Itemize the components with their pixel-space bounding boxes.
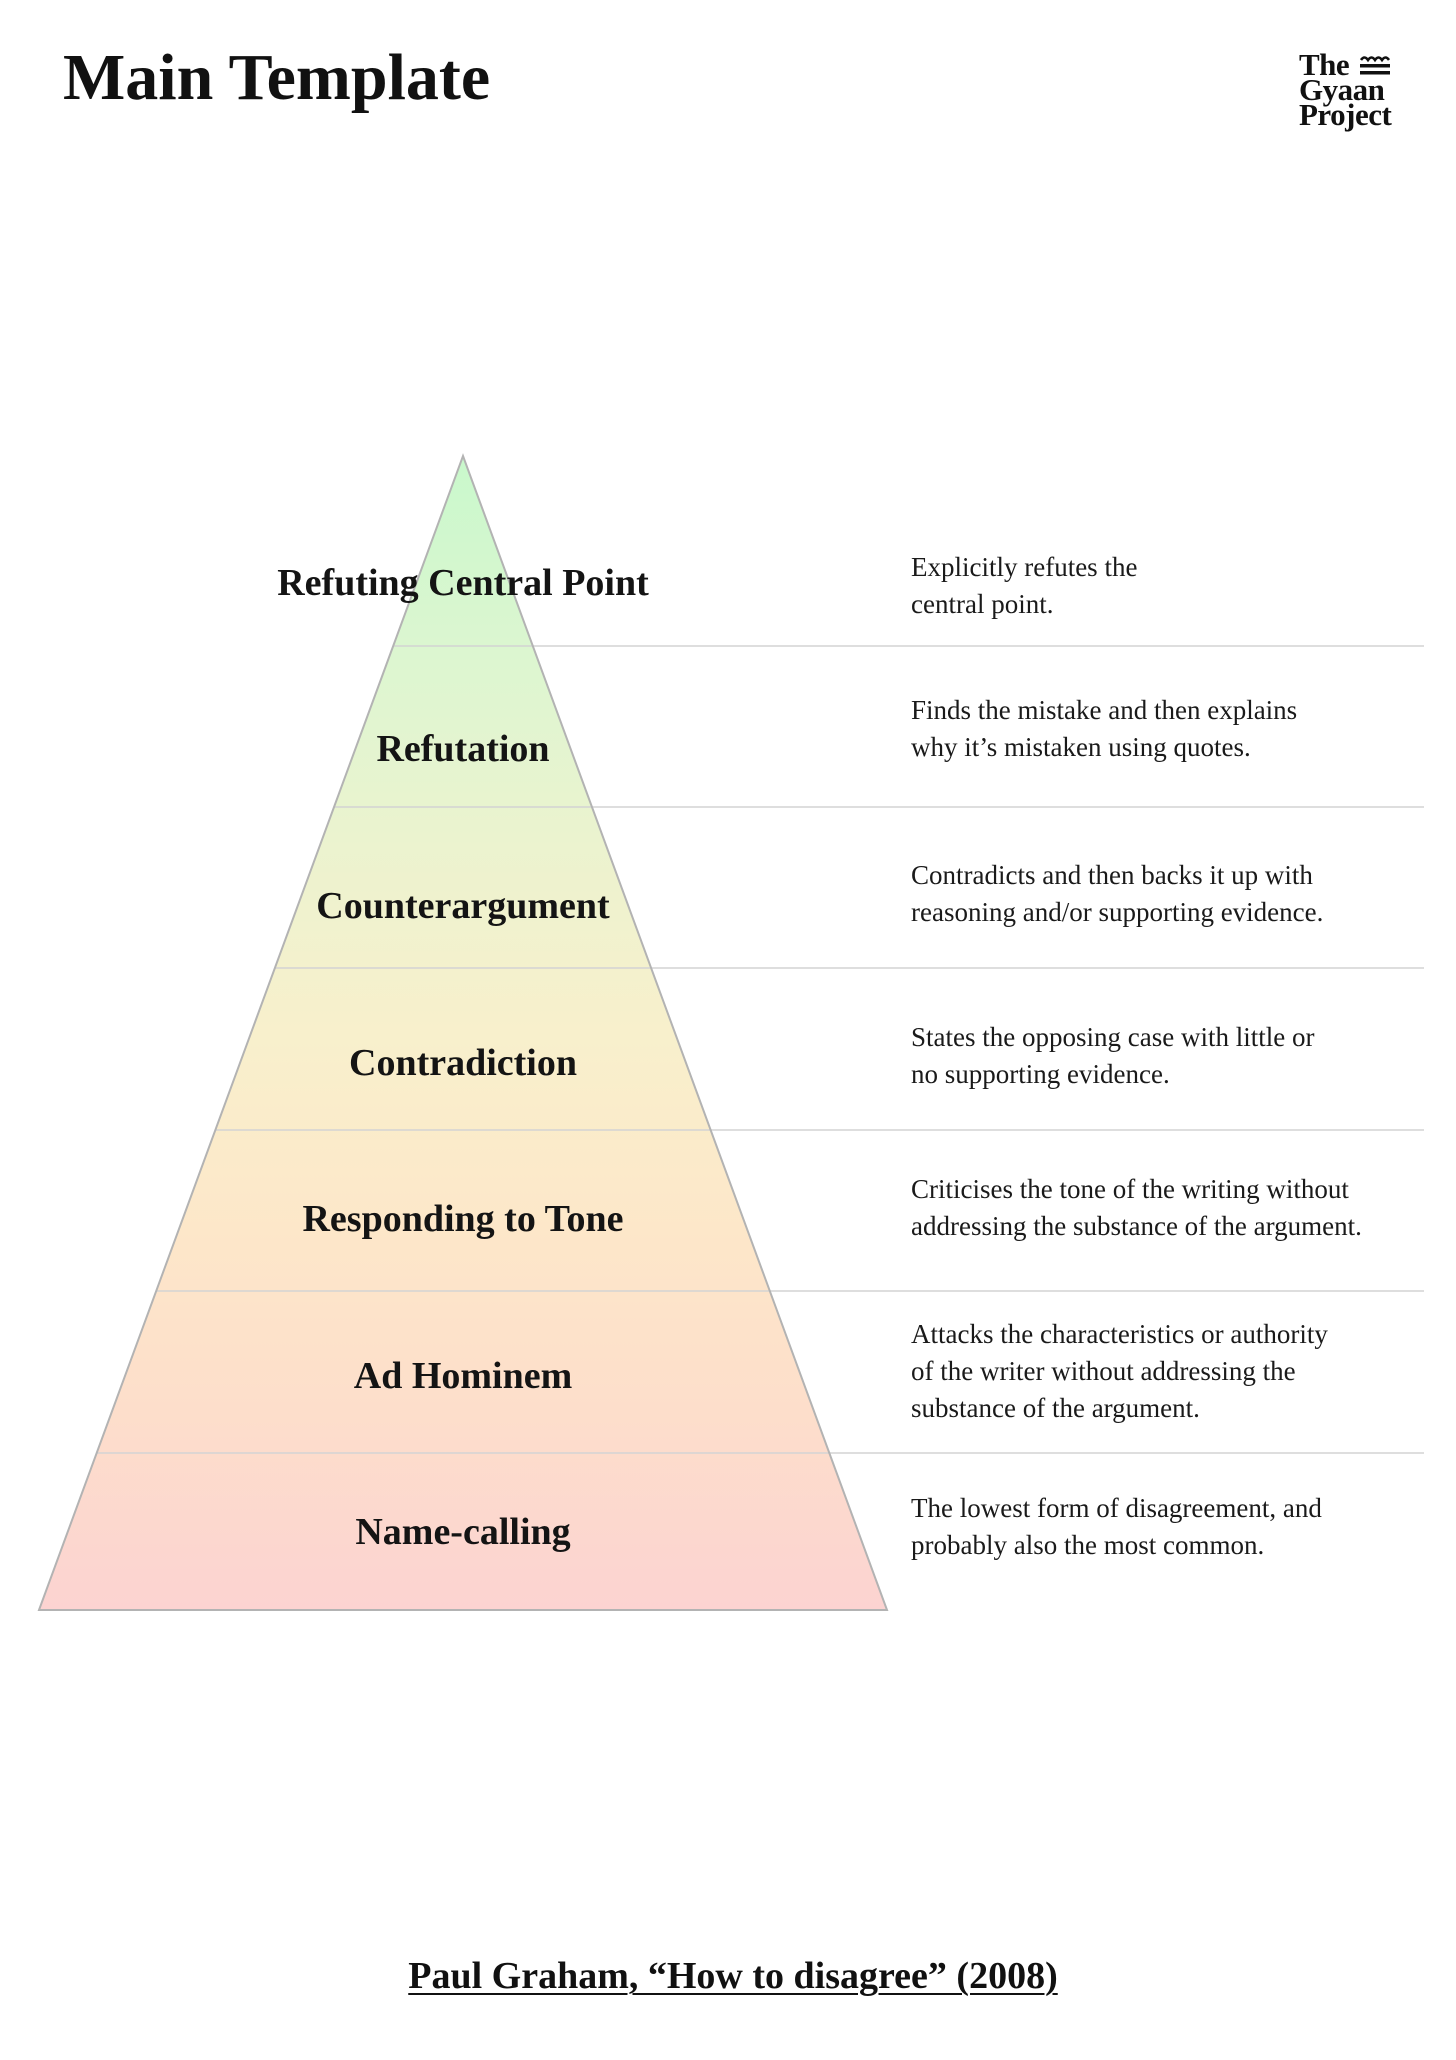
- level-label-name-calling: Name-calling: [355, 1511, 571, 1553]
- level-description-line: Attacks the characteristics or authority: [911, 1319, 1328, 1349]
- footer: Paul Graham, “How to disagree” (2008): [233, 1953, 1233, 1999]
- wave-lines-icon: [1360, 56, 1390, 75]
- level-description-counterargument: Contradicts and then backs it up with re…: [911, 857, 1323, 931]
- level-description-line: The lowest form of disagreement, and: [911, 1493, 1322, 1523]
- logo-line-project: Project: [1299, 97, 1392, 132]
- logo-line-gyaan: Gyaan: [1299, 72, 1385, 107]
- level-description-line: of the writer without addressing the: [911, 1356, 1296, 1386]
- level-label-ad-hominem: Ad Hominem: [353, 1355, 573, 1397]
- level-label-refuting-central-point: Refuting Central Point: [277, 562, 649, 604]
- level-description-line: central point.: [911, 589, 1054, 619]
- level-description-refutation: Finds the mistake and then explains why …: [911, 692, 1297, 766]
- logo-line-the: The: [1299, 47, 1350, 82]
- level-description-line: Explicitly refutes the: [911, 552, 1138, 582]
- page-title: Main Template: [63, 41, 491, 114]
- level-description-line: Contradicts and then backs it up with: [911, 860, 1313, 890]
- level-description-line: why it’s mistaken using quotes.: [911, 732, 1251, 762]
- level-description-responding-to-tone: Criticises the tone of the writing witho…: [911, 1171, 1362, 1245]
- pyramid-fill: [39, 456, 887, 1610]
- level-description-line: States the opposing case with little or: [911, 1022, 1315, 1052]
- level-description-line: substance of the argument.: [911, 1393, 1200, 1423]
- pyramid-outline: [37, 453, 889, 1611]
- level-description-line: reasoning and/or supporting evidence.: [911, 897, 1324, 927]
- level-description-line: Criticises the tone of the writing witho…: [911, 1174, 1349, 1204]
- level-description-name-calling: The lowest form of disagreement, and pro…: [911, 1490, 1322, 1564]
- level-description-line: addressing the substance of the argument…: [911, 1211, 1362, 1241]
- level-dividers: [97, 645, 1424, 1454]
- source-citation-link[interactable]: Paul Graham, “How to disagree” (2008): [408, 1955, 1058, 1997]
- level-description-line: probably also the most common.: [911, 1530, 1265, 1560]
- level-description-refuting-central-point: Explicitly refutes the central point.: [911, 549, 1137, 623]
- level-description-contradiction: States the opposing case with little or …: [911, 1019, 1314, 1093]
- level-label-responding-to-tone: Responding to Tone: [302, 1198, 624, 1240]
- level-label-refutation: Refutation: [376, 728, 550, 770]
- level-description-line: Finds the mistake and then explains: [911, 695, 1298, 725]
- level-label-counterargument: Counterargument: [316, 885, 610, 927]
- level-description-line: no supporting evidence.: [911, 1059, 1170, 1089]
- logo: The Gyaan Project: [1299, 47, 1419, 132]
- level-label-contradiction: Contradiction: [349, 1042, 577, 1084]
- level-description-ad-hominem: Attacks the characteristics or authority…: [911, 1316, 1328, 1427]
